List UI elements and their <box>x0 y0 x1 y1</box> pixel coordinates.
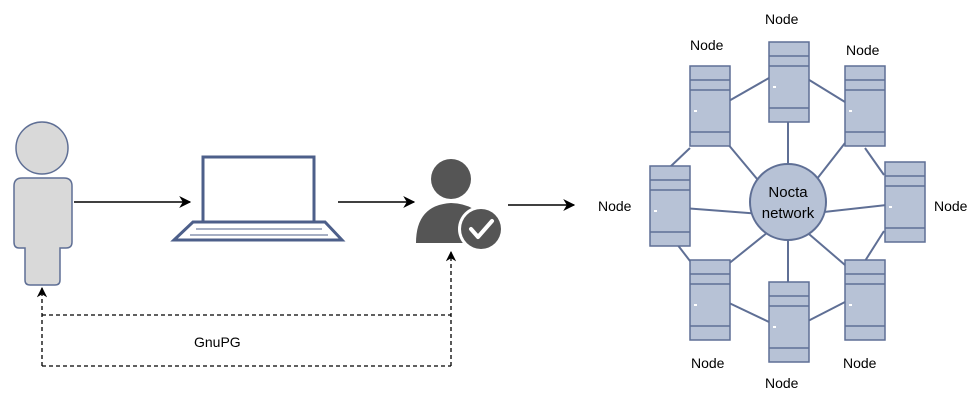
server-icon <box>844 259 886 341</box>
node-label-bottom: Node <box>765 375 799 391</box>
person-icon <box>13 121 73 286</box>
verified-user-icon <box>416 159 504 252</box>
server-icon <box>689 259 731 341</box>
server-icon <box>768 281 810 363</box>
gnupg-label: GnuPG <box>194 334 241 350</box>
node-label-top: Node <box>765 11 799 27</box>
node-label-bottom-right: Node <box>843 355 877 371</box>
server-icon <box>768 41 810 123</box>
node-label-top-right: Node <box>846 42 880 58</box>
gnupg-loop: GnuPG <box>36 250 457 367</box>
laptop-icon <box>170 155 346 242</box>
node-label-top-left: Node <box>690 37 724 53</box>
node-label-right: Node <box>934 198 968 214</box>
node-label-left: Node <box>598 198 632 214</box>
flow-arrows <box>74 196 576 211</box>
server-icon <box>649 165 691 247</box>
node-label-bottom-left: Node <box>691 355 725 371</box>
server-icon <box>884 161 926 243</box>
hub-label-line1: Nocta <box>768 184 808 201</box>
server-icon <box>689 65 731 147</box>
nocta-network-hub: Nocta network <box>749 163 827 241</box>
server-icon <box>844 65 886 147</box>
hub-label-line2: network <box>762 205 815 222</box>
